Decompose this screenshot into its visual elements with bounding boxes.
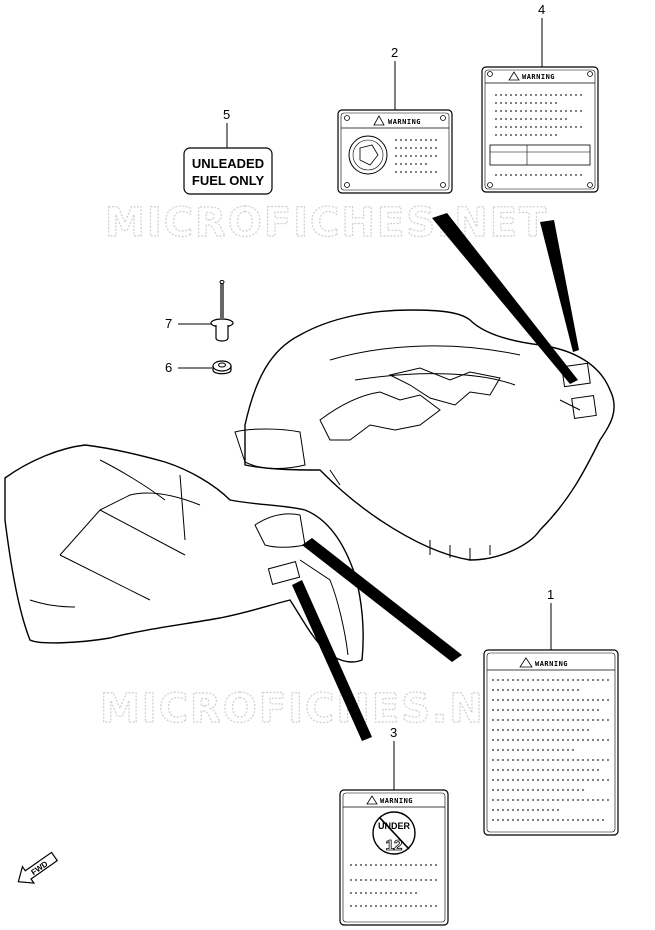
warning-triangle-icon	[508, 71, 520, 81]
warning-label-2: WARNING	[337, 109, 453, 194]
front-decal-spot	[267, 561, 301, 585]
warning-label-1-title: WARNING	[535, 660, 568, 668]
warning-label-4: WARNING	[481, 66, 599, 193]
callout-6: 6	[165, 360, 172, 375]
warning-triangle-icon	[366, 795, 378, 805]
callout-3: 3	[390, 725, 397, 740]
fwd-arrow-icon: FWD	[17, 851, 59, 884]
pointer-wedge-3	[292, 580, 372, 741]
warning-label-2-title: WARNING	[388, 118, 421, 126]
warning-triangle-icon	[519, 657, 533, 668]
pointer-wedge-2	[432, 213, 578, 384]
callout-2: 2	[391, 45, 398, 60]
callouts: 1 2 3 4 5 7 6	[165, 2, 554, 790]
fuel-label-line2: FUEL ONLY	[192, 173, 265, 188]
under-text: UNDER	[378, 821, 411, 831]
callout-7: 7	[165, 316, 172, 331]
pointer-wedge-4	[540, 220, 579, 352]
rear-decal-spot-lower	[571, 395, 597, 419]
rider-symbol-icon	[348, 135, 388, 175]
rear-decal-spot-upper	[561, 362, 591, 388]
info-table	[489, 144, 591, 166]
rear-fender	[244, 309, 615, 561]
unleaded-fuel-label: UNLEADED FUEL ONLY	[183, 147, 273, 195]
warning-label-3-title: WARNING	[380, 797, 413, 805]
rivet-part-7	[210, 280, 234, 342]
fuel-label-line1: UNLEADED	[192, 156, 264, 171]
callout-5: 5	[223, 107, 230, 122]
warning-triangle-icon	[373, 115, 385, 126]
watermark-bottom: MICROFICHES.NET	[100, 686, 543, 732]
under-age: 12	[386, 837, 403, 854]
watermark-top: MICROFICHES.NET	[105, 200, 548, 246]
warning-label-3: WARNING UNDER 12	[339, 789, 449, 926]
pointer-wedge-1	[302, 538, 462, 662]
front-fender	[4, 444, 364, 663]
callout-4: 4	[538, 2, 545, 17]
washer-part-6	[212, 360, 232, 375]
warning-label-1: WARNING	[483, 649, 619, 836]
warning-label-4-title: WARNING	[522, 73, 555, 81]
callout-1: 1	[547, 587, 554, 602]
fender-assembly	[4, 309, 615, 663]
